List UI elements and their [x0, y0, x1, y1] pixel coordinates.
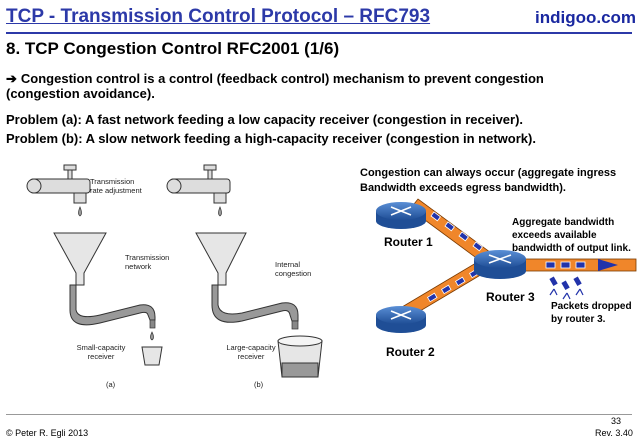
label-internal-congestion-line1: Internal — [275, 260, 301, 269]
arrow-right-icon: ➔ — [6, 71, 17, 86]
dropped-packets-icon — [549, 276, 582, 290]
label-large-receiver-line1: Large-capacity — [226, 343, 276, 352]
funnel-pipe-a — [53, 232, 156, 326]
label-transmission-network-line2: network — [125, 262, 152, 271]
footer-page-number: 33 — [611, 416, 622, 426]
aggregate-note-line2: exceeds available — [512, 230, 597, 241]
drop-a2-icon — [150, 331, 154, 341]
faucet-b-icon — [166, 164, 231, 204]
small-receiver-cup — [141, 346, 163, 366]
header-divider — [6, 32, 632, 34]
dropped-note-line1: Packets dropped — [551, 301, 632, 312]
large-receiver-bucket — [277, 335, 323, 378]
funnel-illustration — [26, 164, 323, 378]
router-3-icon — [474, 250, 526, 279]
intro-line-2: (congestion avoidance). — [6, 86, 155, 101]
packets-dropped-note: Packets dropped by router 3. — [551, 300, 632, 326]
intro-line-1: ➔Congestion control is a control (feedba… — [6, 71, 544, 87]
dropped-note-line2: by router 3. — [551, 314, 606, 325]
label-small-receiver-line1: Small-capacity — [76, 343, 126, 352]
label-small-receiver-line2: receiver — [87, 352, 115, 361]
label-transmission-rate: Transmission rate adjustment — [90, 177, 142, 195]
router-1-icon — [376, 202, 426, 229]
pipe-outlet-a — [149, 319, 156, 329]
header-title: TCP - Transmission Control Protocol – RF… — [6, 6, 431, 27]
output-arrow-icon — [598, 259, 618, 271]
problem-a-text: Problem (a): A fast network feeding a lo… — [6, 112, 524, 127]
label-small-receiver: Small-capacity receiver — [66, 343, 136, 361]
router-2-label: Router 2 — [386, 345, 435, 359]
drop-arrows-icon — [549, 288, 584, 300]
aggregate-note-line1: Aggregate bandwidth — [512, 217, 615, 228]
intro-text-1: Congestion control is a control (feedbac… — [20, 71, 544, 86]
drop-a-icon — [78, 206, 82, 217]
congestion-note-line1: Congestion can always occur (aggregate i… — [360, 167, 617, 179]
router-2-icon — [376, 306, 426, 333]
congestion-note-line2: Bandwidth exceeds egress bandwidth). — [360, 182, 566, 194]
label-transmission-network-line1: Transmission — [125, 253, 170, 262]
label-large-receiver: Large-capacity receiver — [216, 343, 286, 361]
router-1-label: Router 1 — [384, 235, 433, 249]
faucet-a-icon — [26, 164, 91, 204]
label-transmission-network: Transmission network — [125, 253, 169, 271]
drop-b-icon — [218, 206, 222, 217]
router-3-label: Router 3 — [486, 290, 535, 304]
caption-b: (b) — [254, 380, 264, 389]
router-network-diagram — [376, 198, 637, 333]
pipe-outlet-b — [291, 320, 299, 330]
funnel-pipe-b — [195, 232, 299, 323]
label-internal-congestion-line2: congestion — [275, 269, 312, 278]
slide-title: 8. TCP Congestion Control RFC2001 (1/6) — [6, 39, 340, 58]
label-transmission-rate-line1: Transmission — [90, 177, 135, 186]
packet-queue-link1 — [430, 211, 483, 252]
brand-logo-text: indigoo.com — [535, 8, 637, 27]
label-internal-congestion: Internal congestion — [275, 260, 311, 278]
congestion-note: Congestion can always occur (aggregate i… — [360, 166, 616, 196]
label-transmission-rate-line2: rate adjustment — [90, 186, 142, 195]
aggregate-note-line3: bandwidth of output link. — [512, 243, 631, 254]
footer-copyright: © Peter R. Egli 2013 — [6, 428, 89, 438]
problem-b-text: Problem (b): A slow network feeding a hi… — [6, 131, 536, 146]
aggregate-bandwidth-note: Aggregate bandwidth exceeds available ba… — [512, 216, 631, 255]
footer-divider — [6, 414, 632, 415]
caption-a: (a) — [106, 380, 116, 389]
packet-queue-output — [545, 261, 586, 269]
label-large-receiver-line2: receiver — [237, 352, 265, 361]
footer-revision: Rev. 3.40 — [595, 428, 633, 438]
